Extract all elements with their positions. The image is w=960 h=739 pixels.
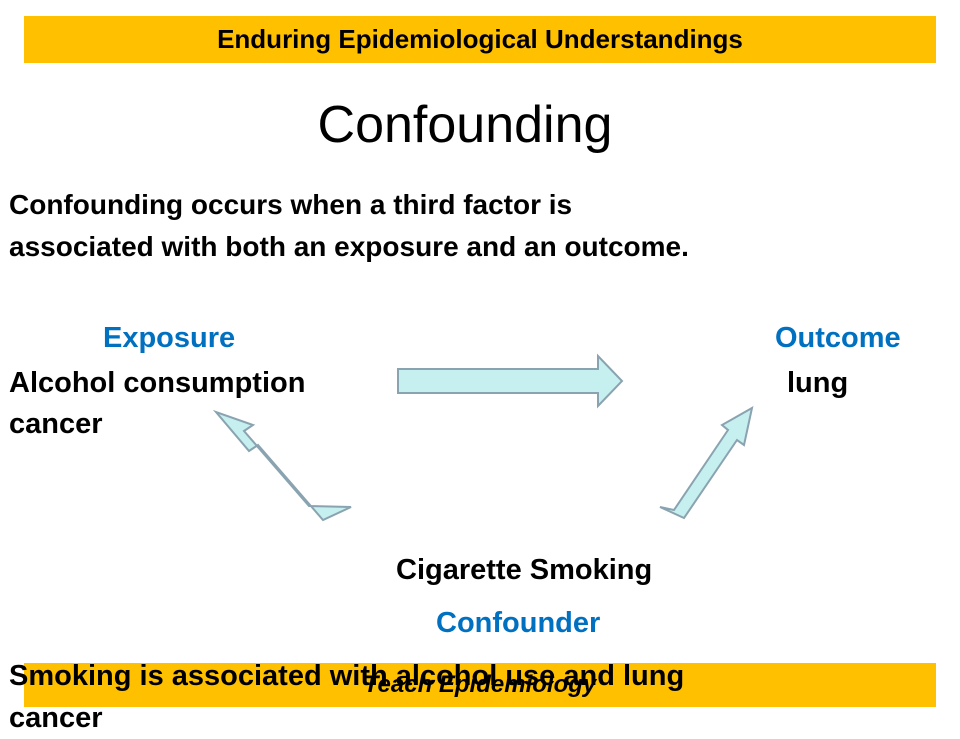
confounder-to-exposure-arrow [212,409,352,522]
confounder-label: Confounder [436,607,601,639]
summary-line-2: cancer [9,702,103,734]
exposure-value: Alcohol consumption [9,367,306,399]
footer-label: Teach Epidemiology [363,671,597,698]
diagram-arrows [212,353,754,522]
header-banner: Enduring Epidemiological Understandings [24,16,936,63]
definition-line-2: associated with both an exposure and an … [9,231,689,262]
definition-text: Confounding occurs when a third factor i… [9,184,689,268]
confounder-value: Cigarette Smoking [396,554,653,586]
exposure-to-outcome-arrow [397,353,624,409]
summary-line-1: Smoking is associated with alcohol use a… [9,660,685,692]
definition-line-1: Confounding occurs when a third factor i… [9,189,573,220]
outcome-value-part2: cancer [9,408,103,440]
outcome-label: Outcome [775,322,901,354]
exposure-label: Exposure [103,322,236,354]
confounder-to-outcome-arrow [659,406,754,520]
outcome-value-part1: lung [787,367,849,399]
header-title: Enduring Epidemiological Understandings [217,24,743,54]
footer-banner: Teach Epidemiology [24,663,936,707]
summary-text: Smoking is associated with alcohol use a… [9,655,684,739]
slide-title: Confounding [317,96,613,154]
